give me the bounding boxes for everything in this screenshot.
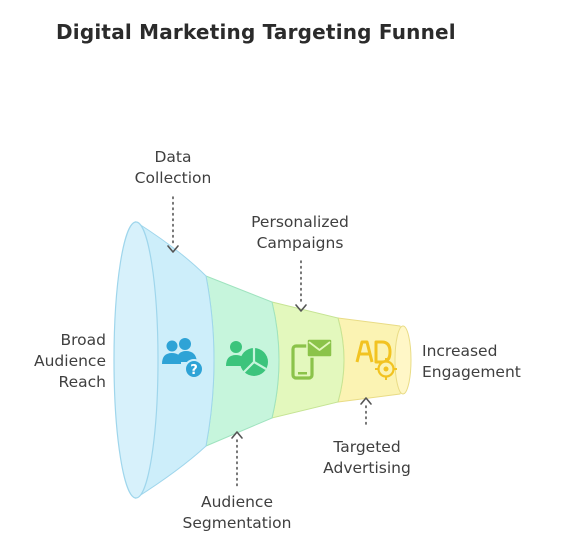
label-personalized-campaigns: Personalized Campaigns xyxy=(251,213,349,252)
connector-targeted-advertising xyxy=(360,397,372,429)
label-targeted-advertising: Targeted Advertising xyxy=(323,438,411,477)
connector-data-collection xyxy=(167,196,179,253)
segment-chart-icon xyxy=(226,341,268,376)
funnel-mouth xyxy=(113,221,159,499)
diagram-title: Digital Marketing Targeting Funnel xyxy=(56,20,456,44)
funnel-exit xyxy=(394,325,412,395)
ad-target-icon xyxy=(355,340,397,380)
connector-audience-segmentation xyxy=(231,431,243,487)
svg-text:?: ? xyxy=(190,363,198,378)
label-data-collection: Data Collection xyxy=(134,148,212,187)
label-increased-engagement: Increased Engagement xyxy=(422,342,521,381)
users-question-icon: ? xyxy=(162,338,204,379)
label-audience-segmentation: Audience Segmentation xyxy=(182,493,292,532)
funnel-segment-personalized-campaigns xyxy=(271,301,345,419)
label-broad-audience-reach: Broad Audience Reach xyxy=(34,331,106,391)
mobile-mail-icon xyxy=(291,338,333,380)
connector-personalized-campaigns xyxy=(295,260,307,312)
